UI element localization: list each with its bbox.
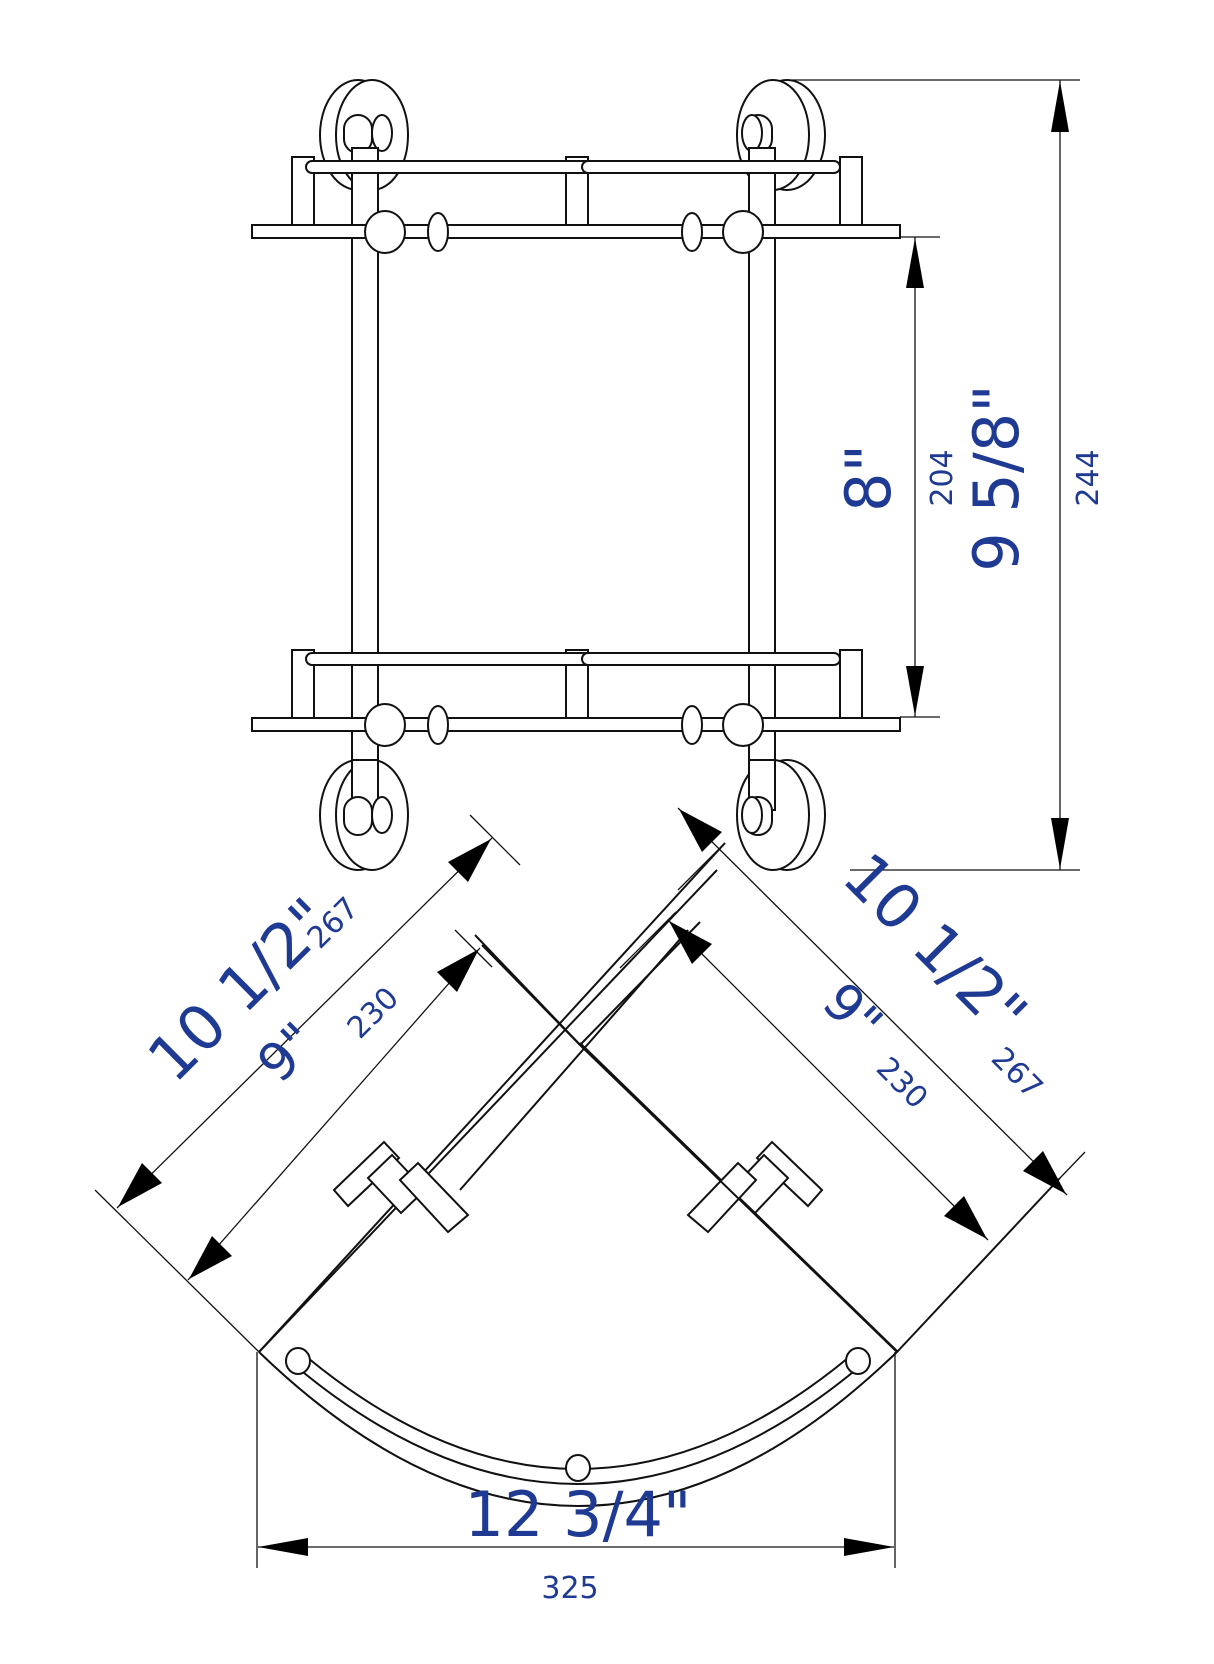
inner-right-side-imperial: 9" xyxy=(811,972,894,1055)
overall-height-dimension: 9 5/8" 244 xyxy=(792,79,1106,871)
outer-right-side-metric: 267 xyxy=(984,1041,1049,1106)
inner-left-side-metric: 230 xyxy=(341,981,406,1046)
shelf-spacing-imperial: 8" xyxy=(832,444,905,512)
bottom-right-wall-flange xyxy=(736,759,826,871)
front-width-imperial: 12 3/4" xyxy=(465,1478,692,1551)
left-post xyxy=(351,147,379,799)
top-view xyxy=(258,842,1061,1507)
right-wall-bracket xyxy=(686,1140,824,1234)
gallery-rail xyxy=(285,1347,871,1485)
front-width-dimension: 12 3/4" 325 xyxy=(256,1352,896,1606)
overall-height-metric: 244 xyxy=(1071,449,1106,506)
inner-right-side-metric: 230 xyxy=(869,1051,934,1116)
inner-left-side-imperial: 9" xyxy=(247,1012,330,1095)
lower-shelf xyxy=(251,649,901,747)
front-view xyxy=(251,79,901,871)
outer-left-side-dimension: 10 1/2" 267 xyxy=(94,814,521,1353)
right-post xyxy=(748,147,776,799)
top-view-outline xyxy=(481,921,898,1353)
shelf-spacing-dimension: 8" 204 xyxy=(832,236,960,718)
shelf-spacing-metric: 204 xyxy=(925,449,960,506)
bottom-left-wall-flange xyxy=(319,759,409,871)
overall-height-imperial: 9 5/8" xyxy=(960,384,1033,571)
left-wall-bracket xyxy=(332,1140,470,1234)
front-width-metric: 325 xyxy=(541,1571,598,1606)
upper-shelf xyxy=(251,156,901,254)
